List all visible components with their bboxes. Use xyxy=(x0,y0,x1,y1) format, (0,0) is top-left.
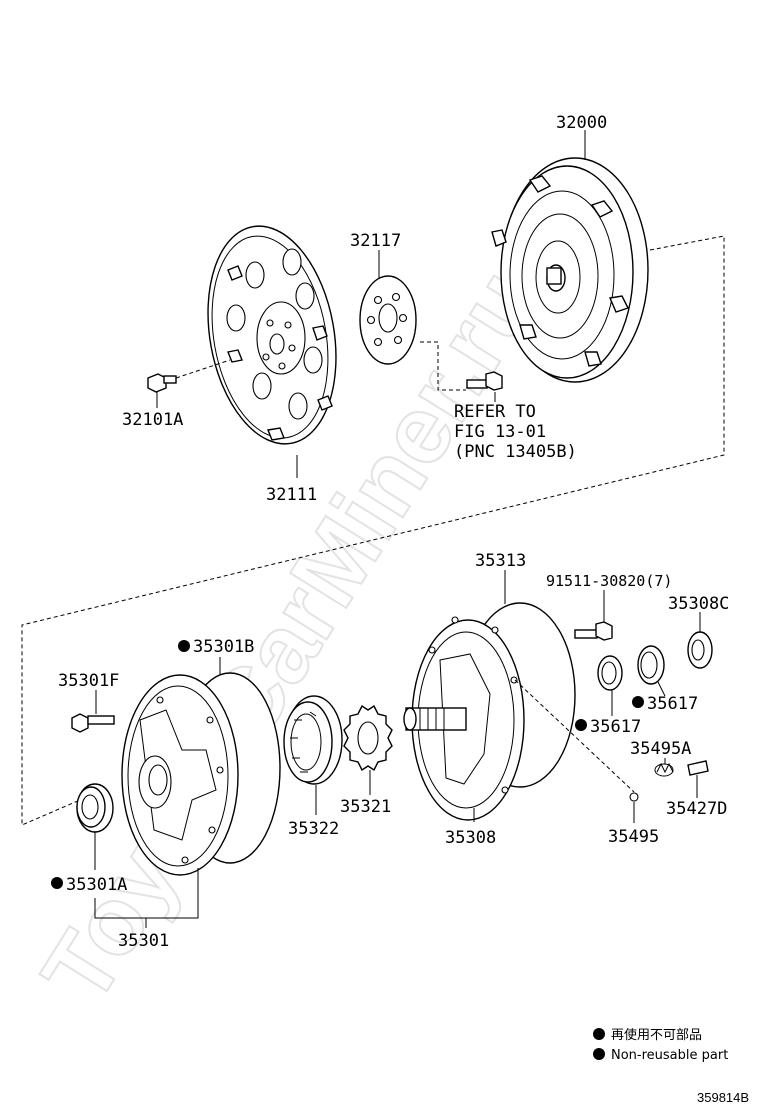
label-35427D: 35427D xyxy=(666,799,727,819)
torque-converter-32000 xyxy=(491,157,649,383)
bolt-91511 xyxy=(574,621,613,641)
label-32101A: 32101A xyxy=(122,410,183,430)
label-32000: 32000 xyxy=(556,113,607,133)
label-32117: 32117 xyxy=(350,231,401,251)
dash-refer xyxy=(420,341,466,391)
refer-line2: FIG 13-01 xyxy=(454,422,546,442)
leader-35617-a xyxy=(657,681,666,697)
bolt-32101A xyxy=(147,373,177,393)
label-35301A: 35301A xyxy=(66,875,127,895)
seal-ring-35308C xyxy=(687,631,713,669)
stator-shaft-35308 xyxy=(403,602,576,821)
spacer-32117 xyxy=(359,275,417,365)
pump-body-35301 xyxy=(121,672,281,876)
legend-jp: 再使用不可部品 xyxy=(611,1027,702,1043)
nonreusable-dot-35617-b xyxy=(575,719,587,731)
label-35308: 35308 xyxy=(445,828,496,848)
ball-35495 xyxy=(629,792,639,802)
label-35301: 35301 xyxy=(118,931,169,951)
dash-32101A xyxy=(175,359,231,379)
nonreusable-dot-35301B xyxy=(178,640,190,652)
label-91511: 91511-30820(7) xyxy=(546,572,672,590)
nonreusable-dot-35301A xyxy=(51,877,63,889)
legend-en: Non-reusable part xyxy=(611,1048,728,1063)
bolt-35301F xyxy=(71,713,115,733)
label-35308C: 35308C xyxy=(668,594,729,614)
label-35313: 35313 xyxy=(475,551,526,571)
drive-plate-32111 xyxy=(207,225,337,445)
bolt-refer xyxy=(466,371,503,391)
label-35301B: 35301B xyxy=(193,637,254,657)
label-35322: 35322 xyxy=(288,819,339,839)
label-35301F: 35301F xyxy=(58,671,119,691)
seal-ring-35617-b xyxy=(597,655,623,691)
oil-seal-35301A xyxy=(76,783,114,833)
label-32111: 32111 xyxy=(266,485,317,505)
label-35495: 35495 xyxy=(608,827,659,847)
label-35617-a: 35617 xyxy=(647,694,698,714)
plug-35427D xyxy=(687,760,709,776)
label-35321: 35321 xyxy=(340,797,391,817)
refer-line1: REFER TO xyxy=(454,402,536,422)
seal-ring-35617-a xyxy=(637,645,665,685)
label-35617-b: 35617 xyxy=(590,717,641,737)
nonreusable-dot-35617-a xyxy=(632,696,644,708)
driven-gear-35322 xyxy=(283,695,343,785)
legend-dot-jp xyxy=(593,1028,605,1040)
label-35495A: 35495A xyxy=(630,739,691,759)
dashed-frame xyxy=(21,235,725,826)
figure-code: 359814B xyxy=(697,1090,749,1105)
dash-35495 xyxy=(514,679,635,793)
legend-dot-en xyxy=(593,1048,605,1060)
drive-gear-35321 xyxy=(343,704,393,772)
refer-line3: (PNC 13405B) xyxy=(454,442,577,462)
spring-35495A xyxy=(654,762,674,777)
